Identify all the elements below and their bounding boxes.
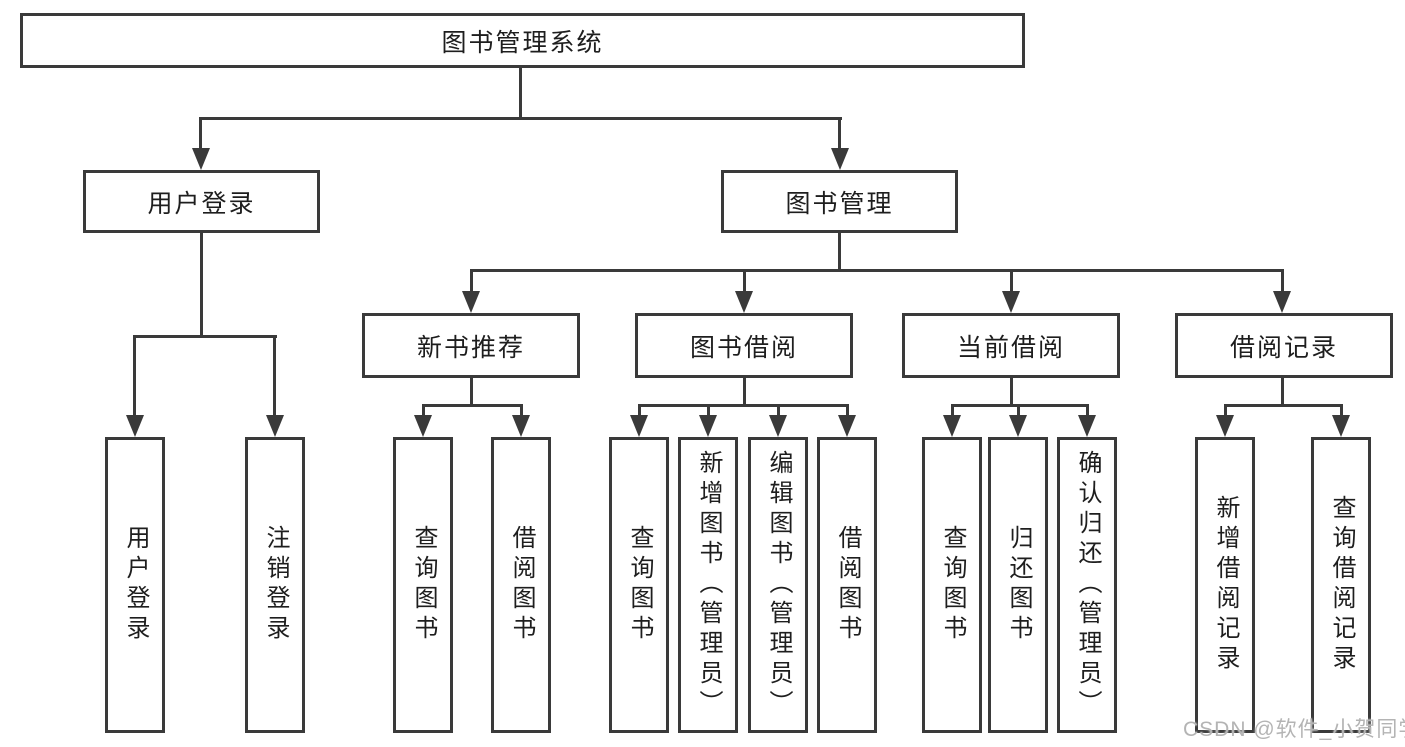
node-leaf-newbook-borrow-label: 借阅图书 <box>508 525 535 645</box>
arrow-down-icon <box>769 415 787 437</box>
connector-line <box>470 269 473 294</box>
arrow-down-icon <box>838 415 856 437</box>
connector-line <box>520 404 523 419</box>
node-leaf-edit-book-admin-label: 编辑图书（管理员） <box>765 450 792 720</box>
node-leaf-borrowing-borrow-label: 借阅图书 <box>834 525 861 645</box>
node-book-management-label: 图书管理 <box>785 189 894 218</box>
node-leaf-logout-label: 注销登录 <box>262 525 289 645</box>
node-leaf-borrowing-borrow: 借阅图书 <box>817 437 877 733</box>
arrow-down-icon <box>512 415 530 437</box>
connector-line <box>422 404 523 407</box>
arrow-down-icon <box>943 415 961 437</box>
connector-line <box>133 335 277 338</box>
node-book-management: 图书管理 <box>721 170 958 233</box>
connector-line <box>951 404 954 419</box>
node-leaf-add-book-admin: 新增图书（管理员） <box>678 437 738 733</box>
connector-line <box>1281 269 1284 294</box>
csdn-watermark: CSDN @软件_小贺同学 <box>1183 718 1405 741</box>
node-leaf-add-borrow-record-label: 新增借阅记录 <box>1212 495 1239 675</box>
node-root-label: 图书管理系统 <box>441 28 604 57</box>
connector-line <box>1086 404 1089 419</box>
arrow-down-icon <box>1078 415 1096 437</box>
node-leaf-add-book-admin-label: 新增图书（管理员） <box>695 450 722 720</box>
connector-line <box>743 378 746 407</box>
node-root: 图书管理系统 <box>20 13 1025 68</box>
connector-line <box>1010 269 1013 294</box>
connector-line <box>777 404 780 419</box>
arrow-down-icon <box>1332 415 1350 437</box>
node-current-borrowing: 当前借阅 <box>902 313 1120 378</box>
node-leaf-newbook-query-label: 查询图书 <box>410 525 437 645</box>
node-user-login: 用户登录 <box>83 170 320 233</box>
arrow-down-icon <box>462 291 480 313</box>
node-leaf-return-book: 归还图书 <box>988 437 1048 733</box>
connector-line <box>1224 404 1343 407</box>
arrow-down-icon <box>126 415 144 437</box>
node-book-borrowing-label: 图书借阅 <box>689 333 798 362</box>
node-leaf-user-login: 用户登录 <box>105 437 165 733</box>
connector-line <box>199 117 842 120</box>
connector-line <box>133 335 136 419</box>
node-leaf-borrowing-query-label: 查询图书 <box>626 525 653 645</box>
connector-line <box>200 233 203 338</box>
arrow-down-icon <box>266 415 284 437</box>
arrow-down-icon <box>735 291 753 313</box>
node-leaf-confirm-return-admin-label: 确认归还（管理员） <box>1074 450 1101 720</box>
node-leaf-edit-book-admin: 编辑图书（管理员） <box>748 437 808 733</box>
connector-line <box>1010 378 1013 407</box>
connector-line <box>519 68 522 117</box>
node-leaf-add-borrow-record: 新增借阅记录 <box>1195 437 1255 733</box>
node-book-borrowing: 图书借阅 <box>635 313 853 378</box>
arrow-down-icon <box>192 148 210 170</box>
arrow-down-icon <box>414 415 432 437</box>
connector-line <box>846 404 849 419</box>
node-borrowing-records-label: 借阅记录 <box>1229 333 1338 362</box>
node-leaf-newbook-borrow: 借阅图书 <box>491 437 551 733</box>
connector-line <box>951 404 1089 407</box>
node-current-borrowing-label: 当前借阅 <box>956 333 1065 362</box>
connector-line <box>199 117 202 151</box>
arrow-down-icon <box>699 415 717 437</box>
connector-line <box>1340 404 1343 419</box>
node-new-book-recommend: 新书推荐 <box>362 313 580 378</box>
node-leaf-current-query-label: 查询图书 <box>939 525 966 645</box>
node-leaf-confirm-return-admin: 确认归还（管理员） <box>1057 437 1117 733</box>
node-user-login-label: 用户登录 <box>147 189 256 218</box>
connector-line <box>1017 404 1020 419</box>
node-leaf-newbook-query: 查询图书 <box>393 437 453 733</box>
connector-line <box>470 269 1284 272</box>
node-leaf-current-query: 查询图书 <box>922 437 982 733</box>
node-borrowing-records: 借阅记录 <box>1175 313 1393 378</box>
arrow-down-icon <box>1273 291 1291 313</box>
arrow-down-icon <box>831 148 849 170</box>
node-new-book-recommend-label: 新书推荐 <box>416 333 525 362</box>
node-leaf-return-book-label: 归还图书 <box>1005 525 1032 645</box>
node-leaf-borrowing-query: 查询图书 <box>609 437 669 733</box>
connector-line <box>422 404 425 419</box>
arrow-down-icon <box>630 415 648 437</box>
connector-line <box>1281 378 1284 407</box>
arrow-down-icon <box>1009 415 1027 437</box>
connector-line <box>273 335 276 419</box>
connector-line <box>838 233 841 272</box>
connector-line <box>1224 404 1227 419</box>
connector-line <box>838 117 841 151</box>
connector-line <box>638 404 641 419</box>
connector-line <box>743 269 746 294</box>
connector-line <box>707 404 710 419</box>
node-leaf-logout: 注销登录 <box>245 437 305 733</box>
node-leaf-user-login-label: 用户登录 <box>122 525 149 645</box>
node-leaf-query-borrow-record: 查询借阅记录 <box>1311 437 1371 733</box>
node-leaf-query-borrow-record-label: 查询借阅记录 <box>1328 495 1355 675</box>
connector-line <box>638 404 849 407</box>
arrow-down-icon <box>1216 415 1234 437</box>
connector-line <box>470 378 473 407</box>
arrow-down-icon <box>1002 291 1020 313</box>
